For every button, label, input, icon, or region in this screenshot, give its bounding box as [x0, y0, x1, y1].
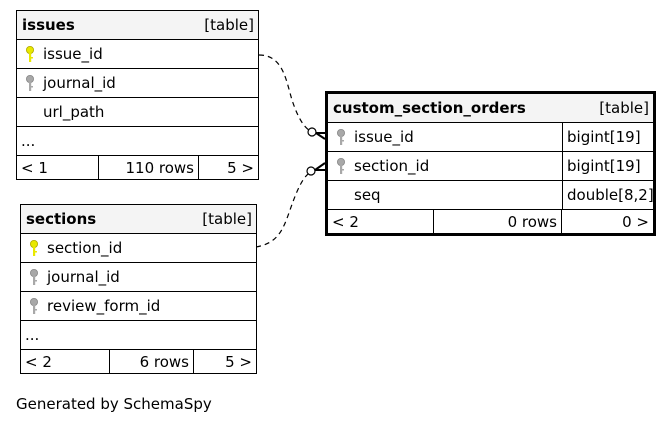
table-header: issues [table] — [17, 11, 258, 39]
column-row[interactable]: review_form_id — [21, 291, 256, 320]
column-type: double[8,2] — [562, 181, 654, 209]
table-kind: [table] — [204, 16, 254, 34]
foreign-key-icon — [337, 158, 345, 174]
column-name: section_id — [47, 239, 123, 257]
column-name: journal_id — [43, 74, 116, 92]
table-name: custom_section_orders — [333, 99, 526, 117]
row-count: 6 rows — [110, 350, 194, 373]
table-footer: < 1 110 rows 5 > — [17, 155, 258, 179]
row-count: 0 rows — [434, 210, 562, 233]
column-name: issue_id — [43, 45, 103, 63]
column-row[interactable]: issue_id bigint[19] — [328, 122, 653, 151]
children-link[interactable]: 0 > — [622, 212, 649, 231]
foreign-key-icon — [30, 269, 38, 285]
primary-key-icon — [30, 240, 38, 256]
primary-key-icon — [26, 46, 34, 62]
column-name: issue_id — [354, 128, 414, 146]
column-row[interactable]: url_path — [17, 97, 258, 126]
row-count: 110 rows — [99, 156, 199, 179]
parents-link[interactable]: < 2 — [328, 210, 434, 233]
column-name: journal_id — [47, 268, 120, 286]
relation-issues-to-custom-section-orders — [258, 54, 313, 133]
parents-link[interactable]: < 1 — [17, 156, 99, 179]
table-sections[interactable]: sections [table] section_id journal_id r… — [20, 204, 257, 374]
column-type: bigint[19] — [562, 123, 653, 151]
column-row[interactable]: journal_id — [21, 262, 256, 291]
table-footer: < 2 0 rows 0 > — [328, 209, 653, 233]
table-kind: [table] — [202, 210, 252, 228]
column-row[interactable]: journal_id — [17, 68, 258, 97]
relation-issues-crowfoot — [315, 132, 326, 140]
column-row[interactable]: section_id — [21, 233, 256, 262]
table-issues[interactable]: issues [table] issue_id journal_id url_p… — [16, 10, 259, 180]
more-columns-ellipsis: ... — [21, 320, 256, 349]
table-name: issues — [22, 16, 75, 34]
parents-link[interactable]: < 2 — [21, 350, 110, 373]
column-name: review_form_id — [47, 297, 161, 315]
table-header: custom_section_orders [table] — [328, 94, 653, 122]
table-kind: [table] — [599, 99, 649, 117]
foreign-key-icon — [337, 129, 345, 145]
relation-sections-optional-marker — [306, 166, 316, 176]
table-footer: < 2 6 rows 5 > — [21, 349, 256, 373]
relation-issues-optional-marker — [307, 127, 317, 137]
column-row[interactable]: section_id bigint[19] — [328, 151, 653, 180]
more-columns-ellipsis: ... — [17, 126, 258, 155]
column-row[interactable]: issue_id — [17, 39, 258, 68]
foreign-key-icon — [30, 298, 38, 314]
table-custom-section-orders[interactable]: custom_section_orders [table] issue_id b… — [325, 91, 656, 236]
column-name: section_id — [354, 157, 430, 175]
children-link[interactable]: 5 > — [227, 158, 254, 177]
column-row[interactable]: seq double[8,2] — [328, 180, 654, 209]
generated-by-text: Generated by SchemaSpy — [16, 395, 212, 413]
column-name: url_path — [43, 103, 105, 121]
column-name: seq — [354, 186, 381, 204]
foreign-key-icon — [26, 75, 34, 91]
column-type: bigint[19] — [562, 152, 653, 180]
relation-sections-crowfoot — [314, 162, 326, 171]
table-header: sections [table] — [21, 205, 256, 233]
table-name: sections — [26, 210, 97, 228]
children-link[interactable]: 5 > — [225, 352, 252, 371]
relation-sections-to-custom-section-orders — [255, 171, 312, 248]
